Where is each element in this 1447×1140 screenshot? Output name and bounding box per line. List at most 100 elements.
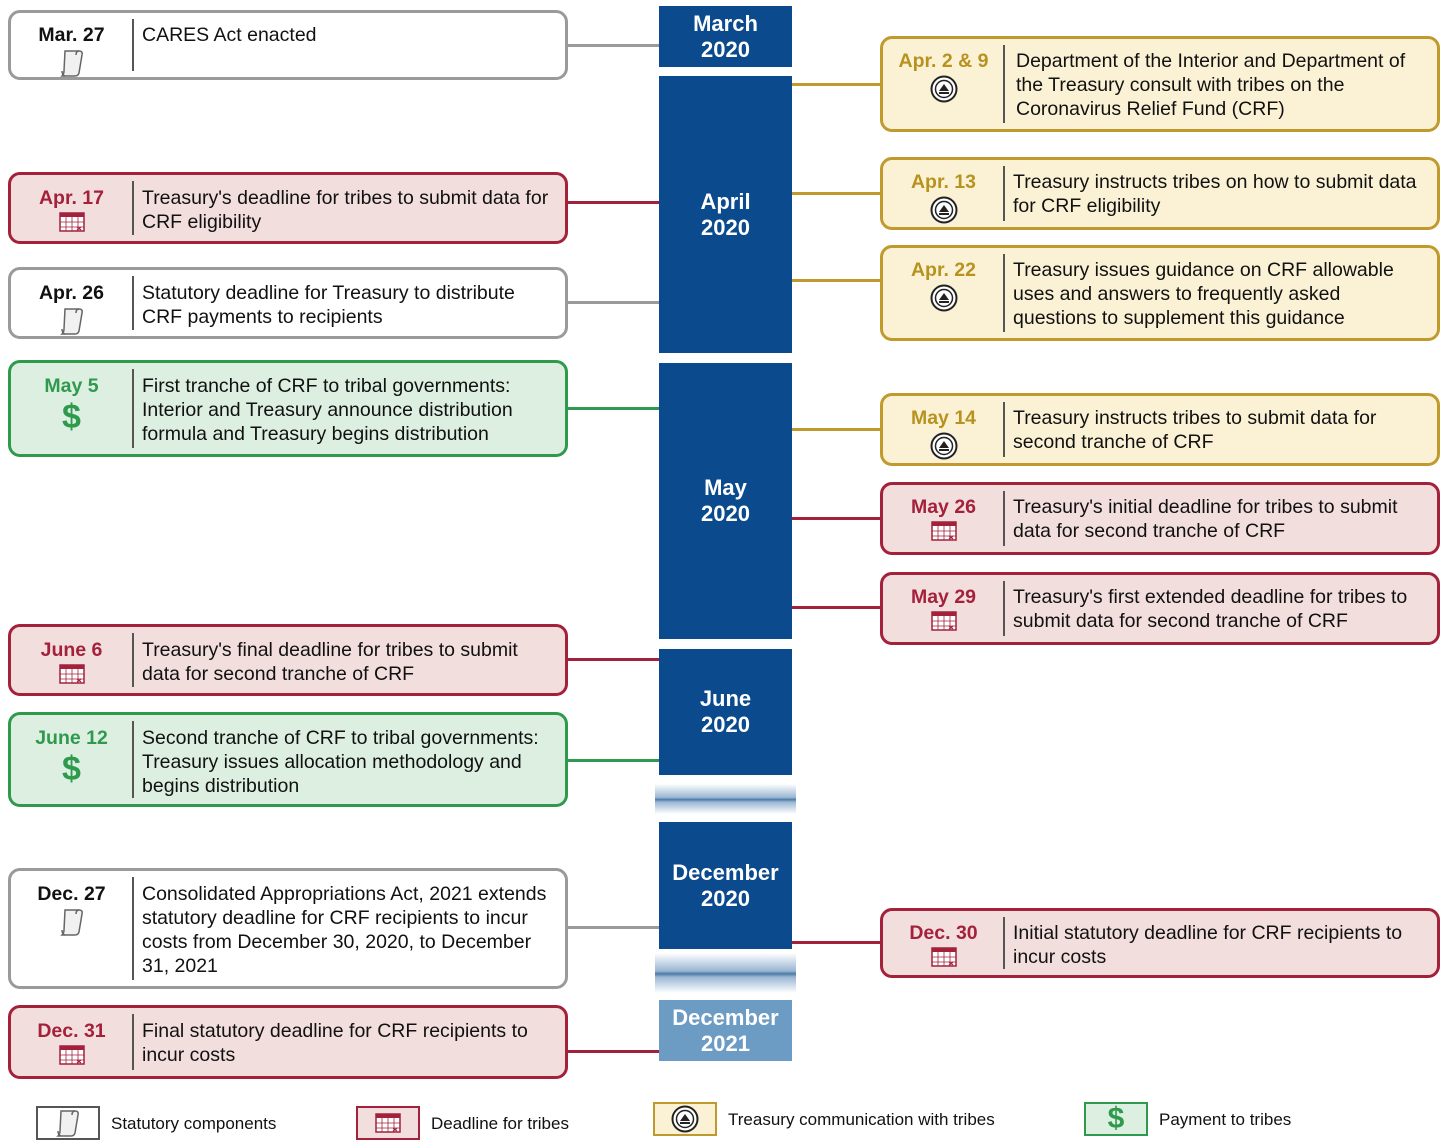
connector-line [792,606,881,609]
calendar-icon [930,947,957,967]
event-card: Apr. 26 Statutory deadline for Treasury … [8,267,568,339]
calendar-icon [58,1045,85,1065]
separator [1003,402,1005,457]
separator [1003,581,1005,636]
event-card: May 14 Treasury instructs tribes to subm… [880,393,1440,466]
event-description: Final statutory deadline for CRF recipie… [142,1020,528,1066]
event-card: May 5 $ First tranche of CRF to tribal g… [8,360,568,457]
legend-label: Treasury communication with tribes [728,1110,995,1129]
treasury-seal-icon [930,196,957,224]
event-date: May 14 [910,407,977,429]
separator [1003,254,1005,332]
connector-line [567,926,659,929]
event-date: Dec. 31 [37,1020,106,1042]
connector-line [792,941,881,944]
connector-line [792,192,881,195]
connector-line [792,279,881,282]
event-description: Treasury's first extended deadline for t… [1013,586,1408,632]
scroll-icon [59,308,83,335]
event-card: June 12 $ Second tranche of CRF to triba… [8,712,568,807]
event-description: First tranche of CRF to tribal governmen… [142,375,513,445]
legend-treasury-swatch [653,1102,717,1136]
calendar-icon [375,1113,401,1133]
dollar-icon: $ [1107,1102,1125,1135]
dollar-icon: $ [62,750,81,788]
timeline-break [655,784,796,814]
separator [132,1014,134,1070]
separator [1003,917,1005,969]
event-date: May 29 [910,586,977,608]
separator [132,877,134,980]
legend-statutory-swatch [36,1106,100,1140]
treasury-seal-icon [930,432,957,460]
event-description: Treasury's deadline for tribes to submit… [142,187,549,233]
connector-line [792,428,881,431]
event-date: Dec. 30 [909,922,978,944]
event-description: Department of the Interior and Departmen… [1016,50,1406,120]
event-date: Apr. 13 [910,171,977,193]
connector-line [567,301,659,304]
event-card: Dec. 30 Initial statutory deadline for C… [880,908,1440,978]
separator [132,19,134,71]
event-card: Apr. 2 & 9 Department of the Interior an… [880,36,1440,132]
event-card: June 6 Treasury's final deadline for tri… [8,624,568,696]
scroll-icon [59,909,83,936]
connector-line [792,517,881,520]
event-date: May 26 [910,496,977,518]
legend-payment-swatch: $ [1084,1102,1148,1136]
connector-line [567,658,659,661]
event-description: Treasury instructs tribes to submit data… [1013,407,1377,453]
timeline-break [655,953,796,993]
event-card: Apr. 22 Treasury issues guidance on CRF … [880,245,1440,341]
separator [1003,166,1005,221]
event-description: Treasury instructs tribes on how to subm… [1013,171,1417,217]
connector-line [567,759,659,762]
separator [1003,45,1005,123]
separator [132,721,134,798]
event-date: Apr. 22 [910,259,977,281]
scroll-icon [56,1110,79,1137]
treasury-seal-icon [930,75,957,103]
separator [132,276,134,330]
connector-line [567,44,659,47]
event-date: June 12 [35,727,108,749]
event-description: CARES Act enacted [142,24,317,46]
connector-line [567,407,659,410]
calendar-icon [58,212,85,232]
calendar-icon [930,611,957,631]
scroll-icon [59,50,83,77]
legend-label: Deadline for tribes [431,1114,569,1133]
dollar-icon: $ [62,398,81,436]
event-description: Consolidated Appropriations Act, 2021 ex… [142,883,547,977]
event-card: May 29 Treasury's first extended deadlin… [880,572,1440,645]
event-description: Second tranche of CRF to tribal governme… [142,727,539,797]
event-date: Apr. 2 & 9 [898,50,989,72]
legend-label: Statutory components [111,1114,277,1133]
event-description: Treasury issues guidance on CRF allowabl… [1013,259,1394,329]
event-date: May 5 [44,375,99,397]
event-date: Apr. 26 [38,282,105,304]
event-card: Mar. 27 CARES Act enacted [8,10,568,80]
event-card: Apr. 13 Treasury instructs tribes on how… [880,157,1440,230]
event-description: Initial statutory deadline for CRF recip… [1013,922,1403,968]
separator [132,369,134,448]
event-card: Dec. 27 Consolidated Appropriations Act,… [8,868,568,989]
event-date: June 6 [40,639,103,661]
separator [132,181,134,235]
calendar-icon [58,664,85,684]
separator [1003,491,1005,546]
event-date: Apr. 17 [38,187,105,209]
treasury-seal-icon [671,1105,699,1133]
event-date: Mar. 27 [38,24,105,46]
legend-deadline-swatch [356,1106,420,1140]
event-description: Statutory deadline for Treasury to distr… [142,282,515,328]
event-card: Dec. 31 Final statutory deadline for CRF… [8,1005,568,1079]
event-card: Apr. 17 Treasury's deadline for tribes t… [8,172,568,244]
event-card: May 26 Treasury's initial deadline for t… [880,482,1440,555]
